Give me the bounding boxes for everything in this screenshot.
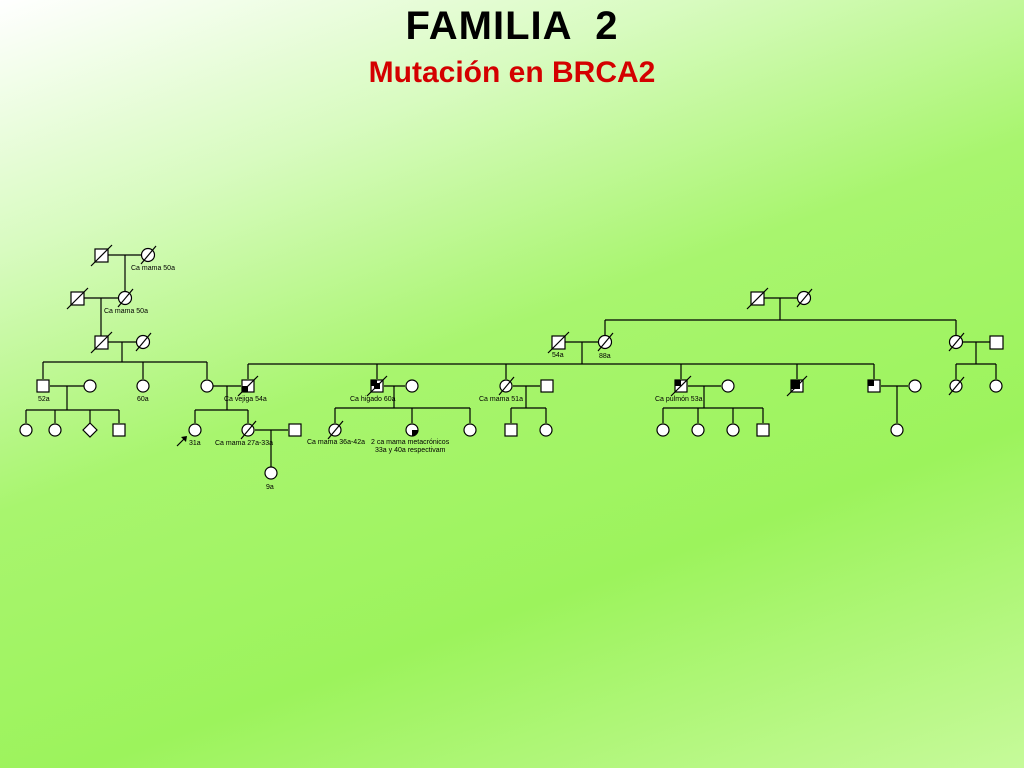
label-ca-mama-51a: Ca mama 51a (479, 396, 523, 403)
female (691, 423, 705, 437)
label-ca-higado: Ca higado 60a (350, 396, 396, 403)
female (463, 423, 477, 437)
female-60a (136, 379, 150, 393)
proband-arrow-icon (181, 436, 187, 442)
female (539, 423, 553, 437)
label-ca-mama-36a-42a: Ca mama 36a-42a (307, 439, 365, 446)
label-ca-mama-50a-gen2: Ca mama 50a (104, 308, 148, 315)
label-ca-mama-50a-gen1: Ca mama 50a (131, 265, 175, 272)
female (656, 423, 670, 437)
spouse-female (721, 379, 735, 393)
right-spouse-male (989, 335, 1004, 350)
page-subtitle: Mutación en BRCA2 (368, 56, 656, 89)
label-60a: 60a (137, 396, 149, 403)
child-female (48, 423, 62, 437)
carrier-mark (791, 380, 800, 389)
label-54a: 54a (552, 352, 564, 359)
male (756, 423, 770, 437)
carrier-mark (675, 380, 681, 386)
spouse-female (908, 379, 922, 393)
label-ca-mama-27a-33a: Ca mama 27a-33a (215, 440, 273, 447)
spouse-male (540, 379, 554, 393)
label-ca-pulmon: Ca pulmón 53a (655, 396, 703, 403)
child-female-9a (264, 466, 278, 480)
male (504, 423, 518, 437)
spouse-female (83, 379, 97, 393)
label-metacronicos-1: 2 ca mama metacrónicos (371, 439, 450, 446)
child-unknown-sex (82, 422, 98, 438)
label-metacronicos-2: 33a y 40a respectivam (375, 447, 446, 454)
female (890, 423, 904, 437)
page-title: FAMILIA 2 (405, 4, 619, 48)
child-male (112, 423, 126, 437)
label-9a: 9a (266, 484, 274, 491)
female (989, 379, 1003, 393)
child-female (19, 423, 33, 437)
female (726, 423, 740, 437)
male-52a (36, 379, 50, 393)
label-88a: 88a (599, 353, 611, 360)
spouse-female (405, 379, 419, 393)
carrier-mark (412, 430, 418, 436)
label-ca-vejiga: Ca vejiga 54a (224, 396, 267, 403)
female (200, 379, 214, 393)
carrier-mark (868, 380, 874, 386)
label-52a: 52a (38, 396, 50, 403)
spouse-male (288, 423, 302, 437)
proband-female-31a (188, 423, 202, 437)
label-31a: 31a (189, 440, 201, 447)
